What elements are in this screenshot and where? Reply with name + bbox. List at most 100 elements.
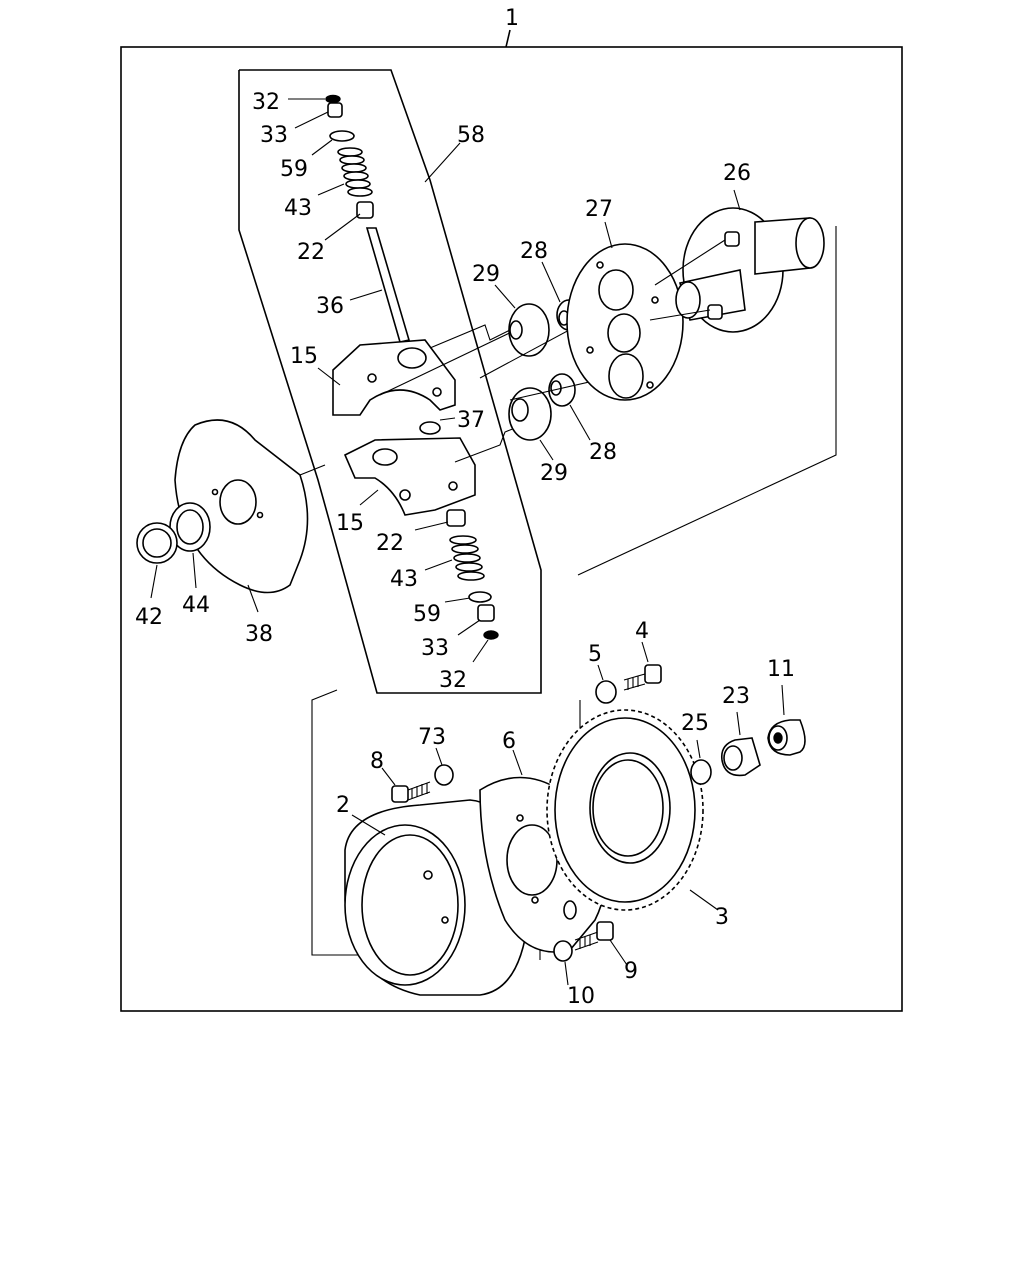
leader-29a — [494, 284, 516, 309]
leader-26 — [733, 189, 741, 211]
callout-23: 23 — [722, 684, 750, 709]
part-11 — [767, 719, 806, 756]
leader-25 — [696, 739, 701, 759]
leader-32b — [472, 639, 489, 663]
leader-29b — [539, 439, 554, 461]
guide-26a — [654, 239, 726, 286]
callout-25: 25 — [681, 711, 709, 736]
part-29-lower — [508, 387, 552, 441]
callout-37: 37 — [457, 408, 485, 433]
callout-42: 42 — [135, 605, 163, 630]
leader-33a — [294, 111, 329, 129]
callout-29-upper: 29 — [472, 262, 500, 287]
callout-15-lower: 15 — [336, 511, 364, 536]
leader-4 — [641, 641, 649, 663]
leader-28a — [541, 261, 561, 303]
leader-2 — [351, 814, 386, 836]
part-38 — [174, 419, 309, 594]
callout-28-lower: 28 — [589, 440, 617, 465]
part-59-bottom — [468, 591, 492, 603]
guide-26b — [649, 309, 711, 321]
part-27 — [566, 243, 684, 401]
part-15-upper — [332, 339, 456, 416]
callout-33-top: 33 — [260, 123, 288, 148]
part-23 — [720, 737, 761, 777]
callout-5: 5 — [588, 642, 602, 667]
callout-11: 11 — [767, 657, 795, 682]
callout-3: 3 — [715, 905, 729, 930]
leader-11 — [781, 684, 785, 716]
callout-36: 36 — [316, 294, 344, 319]
callout-22-bottom: 22 — [376, 531, 404, 556]
part-3 — [546, 709, 704, 911]
leader-36 — [349, 289, 383, 301]
leader-73 — [435, 747, 443, 766]
part-32-top — [325, 94, 341, 104]
callout-27: 27 — [585, 197, 613, 222]
part-2 — [344, 799, 529, 996]
part-22-top — [356, 201, 374, 219]
guide-15a — [429, 324, 511, 349]
spring-stack-bottom — [446, 509, 499, 640]
leader-59b — [444, 597, 471, 603]
leader-22b — [414, 521, 449, 531]
callout-44: 44 — [182, 593, 210, 618]
assembly-frame — [120, 46, 903, 1012]
spring-stack-top — [325, 94, 411, 343]
guide-38 — [299, 464, 326, 476]
callout-2: 2 — [336, 793, 350, 818]
part-9 — [574, 921, 614, 951]
callout-4: 4 — [635, 619, 649, 644]
callout-22-top: 22 — [297, 240, 325, 265]
leader-43a — [317, 183, 345, 196]
callout-28-upper: 28 — [520, 239, 548, 264]
part-32-bottom — [483, 630, 499, 640]
leader-33b — [457, 619, 481, 636]
callout-38: 38 — [245, 622, 273, 647]
leader-9 — [609, 939, 628, 966]
leader-42 — [150, 564, 158, 599]
callout-59-top: 59 — [280, 157, 308, 182]
part-42 — [136, 522, 178, 564]
callout-8: 8 — [370, 749, 384, 774]
callout-43-bottom: 43 — [390, 567, 418, 592]
part-33-top — [327, 102, 343, 118]
part-59-top — [329, 130, 355, 142]
leader-37 — [439, 417, 456, 421]
leader-43b — [424, 559, 453, 571]
callout-43-top: 43 — [284, 196, 312, 221]
leader-5 — [597, 664, 604, 681]
part-15-lower — [343, 437, 476, 516]
leader-22a — [324, 213, 361, 241]
leader-15b — [359, 489, 379, 506]
part-25 — [690, 759, 712, 785]
callout-26: 26 — [723, 161, 751, 186]
leader-59a — [311, 139, 333, 156]
callout-33-bottom: 33 — [421, 636, 449, 661]
callout-73: 73 — [418, 725, 446, 750]
leader-38 — [247, 584, 259, 613]
subassembly-outline — [238, 69, 542, 694]
callout-29-lower: 29 — [540, 461, 568, 486]
callout-6: 6 — [502, 729, 516, 754]
part-26 — [675, 207, 825, 333]
part-36-rod — [365, 227, 411, 343]
part-22-bottom — [446, 509, 466, 527]
callout-32-top: 32 — [252, 90, 280, 115]
leader-27 — [604, 221, 613, 249]
leader-58 — [424, 142, 461, 183]
leader-3 — [689, 889, 719, 911]
part-8 — [391, 781, 431, 803]
part-33-bottom — [477, 604, 495, 622]
callout-15-upper: 15 — [290, 344, 318, 369]
part-29-upper — [508, 303, 550, 357]
leader-28b — [569, 404, 591, 441]
part-44 — [169, 502, 211, 552]
guide-upper-right — [577, 226, 837, 576]
part-4 — [623, 664, 662, 691]
callout-59-bottom: 59 — [413, 602, 441, 627]
part-73 — [434, 764, 454, 786]
callout-32-bottom: 32 — [439, 668, 467, 693]
leader-15a — [317, 367, 341, 386]
